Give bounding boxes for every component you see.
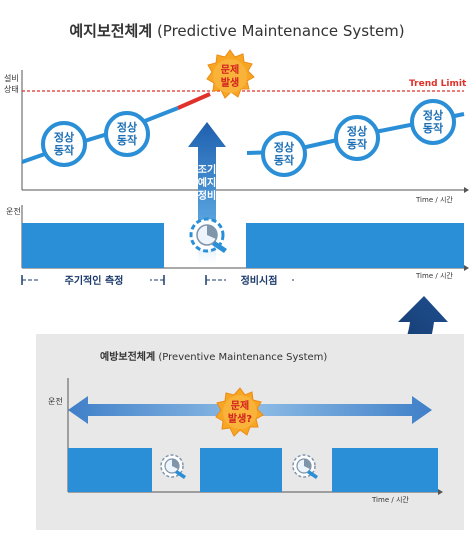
normal-circle-3: 정상 동작 <box>261 131 307 177</box>
preventive-title-ko: 예방보전체계 <box>100 350 155 363</box>
normal-circle-2: 정상 동작 <box>104 111 150 157</box>
problem-text: 발생? <box>228 412 252 425</box>
early-prediction-arrow: 조기 예지 정비 <box>188 122 226 268</box>
time-axis-label-top: Time / 시간 <box>415 195 453 204</box>
transition-curved-arrow <box>338 296 448 389</box>
predictive-title: 예지보전체계 (Predictive Maintenance System) <box>0 20 474 41</box>
normal-text: 동작 <box>347 137 367 151</box>
normal-circle-1: 정상 동작 <box>41 121 87 167</box>
gear-wrench-icon <box>189 217 227 253</box>
time-axis-label-run: Time / 시간 <box>415 271 453 280</box>
predictive-chart: 설비 상태 Trend Limit 정상 동작 정상 동작 정상 동작 정상 동… <box>4 49 469 204</box>
run-label: 운전 <box>6 206 21 216</box>
trend-line-critical <box>177 92 211 110</box>
problem-text: 문제 <box>221 63 239 76</box>
prev-run-label: 운전 <box>48 396 63 406</box>
problem-text: 문제 <box>231 399 249 412</box>
normal-circle-5: 정상 동작 <box>410 99 456 145</box>
normal-text: 정상 <box>347 124 367 138</box>
y-label-line2: 상태 <box>4 84 19 94</box>
predictive-title-ko: 예지보전체계 <box>69 22 153 40</box>
predictive-run-chart: 운전 Time / 시간 주기적인 측정 정비시점 <box>6 205 469 287</box>
run-block-1 <box>22 223 164 268</box>
trend-line-rising <box>21 106 179 164</box>
early-text: 조기 <box>198 163 216 176</box>
preventive-title: 예방보전체계 (Preventive Maintenance System) <box>100 350 327 363</box>
normal-text: 동작 <box>274 153 294 167</box>
run-block-2 <box>246 223 464 268</box>
gear-wrench-icon <box>292 454 318 479</box>
normal-text: 동작 <box>117 133 137 147</box>
normal-text: 동작 <box>54 143 74 157</box>
gear-wrench-icon <box>160 454 186 479</box>
problem-question-burst-icon: 문제 발생? <box>215 387 264 437</box>
trend-limit-label: Trend Limit <box>409 79 467 89</box>
problem-burst-icon: 문제 발생 <box>206 49 255 99</box>
preventive-panel: 예방보전체계 (Preventive Maintenance System) 운… <box>36 334 464 530</box>
prev-run-block-3 <box>332 448 438 492</box>
periodic-measure-label: 주기적인 측정 <box>65 274 124 287</box>
normal-text: 정상 <box>274 140 294 154</box>
preventive-background <box>36 334 464 530</box>
prev-run-block-2 <box>200 448 282 492</box>
early-text: 정비 <box>198 189 216 202</box>
normal-text: 정상 <box>423 108 443 122</box>
prev-run-block-1 <box>68 448 152 492</box>
prev-time-axis-label: Time / 시간 <box>371 495 409 504</box>
normal-text: 정상 <box>117 120 137 134</box>
normal-text: 동작 <box>423 121 443 135</box>
y-label-line1: 설비 <box>4 73 19 83</box>
early-text: 예지 <box>198 176 216 189</box>
x-axis-arrowhead <box>464 187 469 193</box>
preventive-title-en: (Preventive Maintenance System) <box>158 352 327 363</box>
normal-circle-4: 정상 동작 <box>334 115 380 161</box>
predictive-title-en: (Predictive Maintenance System) <box>156 22 405 40</box>
maintenance-time-label: 정비시점 <box>241 274 278 287</box>
run-x-axis-arrowhead <box>464 265 469 271</box>
normal-text: 정상 <box>54 130 74 144</box>
prev-x-axis-arrowhead <box>438 489 443 495</box>
problem-text: 발생 <box>221 76 239 89</box>
